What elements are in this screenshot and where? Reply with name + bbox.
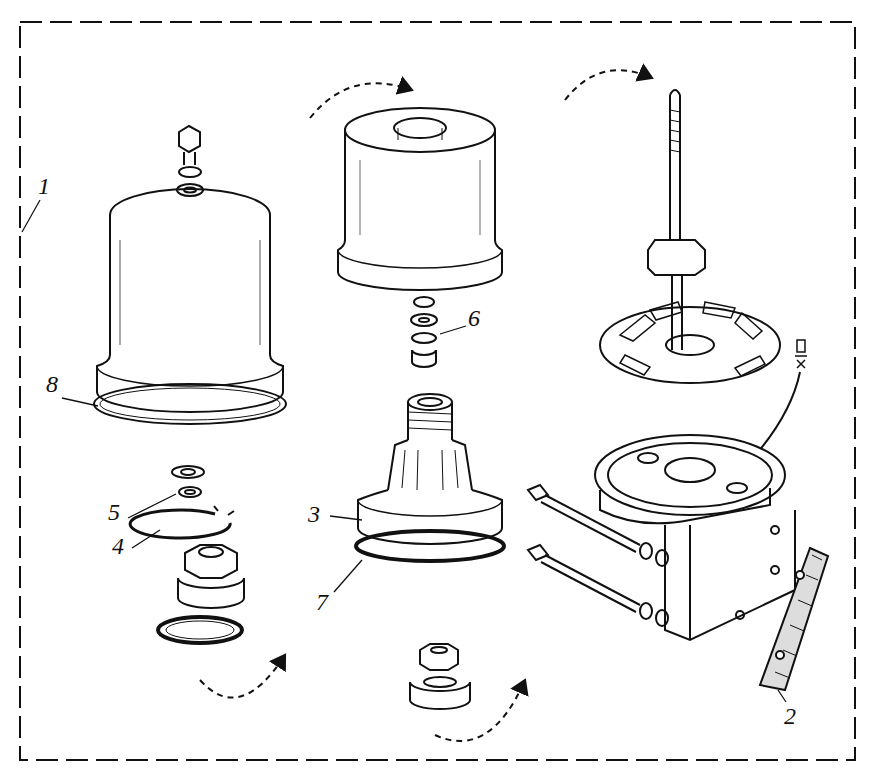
callout-number: 7 bbox=[316, 590, 328, 614]
callout-number: 6 bbox=[468, 306, 480, 330]
callout-number: 8 bbox=[46, 372, 58, 396]
callout-number: 2 bbox=[784, 704, 796, 728]
callout-number: 3 bbox=[308, 502, 320, 526]
callout-number: 4 bbox=[112, 534, 124, 558]
callout-number: 1 bbox=[38, 174, 50, 198]
callout-number: 5 bbox=[108, 500, 120, 524]
